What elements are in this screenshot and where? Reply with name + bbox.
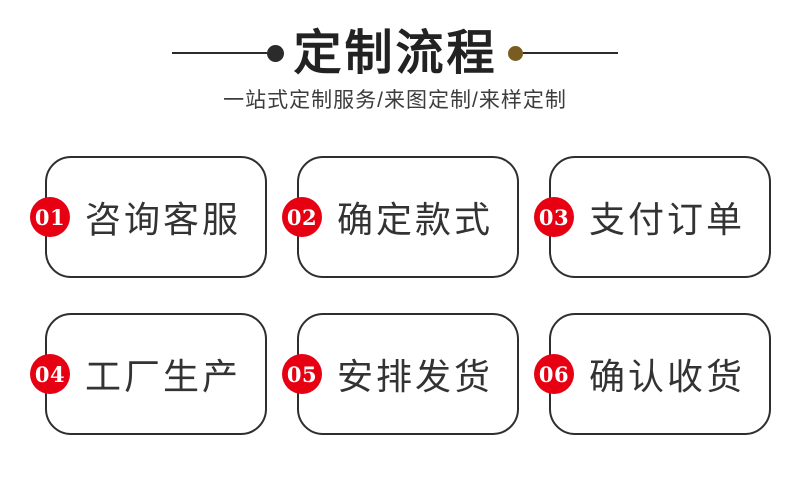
step-number-badge: 03 xyxy=(534,197,574,237)
step-label: 确认收货 xyxy=(588,356,745,397)
step-label: 支付订单 xyxy=(588,199,745,240)
dot-left-icon xyxy=(267,44,285,62)
section-subtitle: 一站式定制服务/来图定制/来样定制 xyxy=(223,89,567,112)
step-box-2: 02 确定款式 xyxy=(282,156,519,278)
step-label: 确定款式 xyxy=(336,199,493,240)
page-title: 定制流程 xyxy=(293,25,498,81)
dot-right-icon xyxy=(507,45,523,61)
step-number-badge: 05 xyxy=(282,354,322,394)
section-header: 定制流程 一站式定制服务/来图定制/来样定制 xyxy=(0,0,790,113)
step-number-badge: 02 xyxy=(282,197,322,237)
step-number-badge: 06 xyxy=(534,354,574,394)
step-box-1: 01 咨询客服 xyxy=(30,156,267,278)
steps-grid: 01 咨询客服 02 确定款式 03 支付订单 04 工厂生产 05 安排发货 … xyxy=(30,156,771,435)
step-box-5: 05 安排发货 xyxy=(282,313,519,435)
title-line-right xyxy=(522,52,618,54)
step-label: 安排发货 xyxy=(336,356,493,397)
step-label: 工厂生产 xyxy=(84,356,241,397)
step-box-6: 06 确认收货 xyxy=(534,313,771,435)
title-line-left xyxy=(172,52,268,54)
step-number-badge: 04 xyxy=(30,354,70,394)
step-label: 咨询客服 xyxy=(84,199,241,240)
step-number-badge: 01 xyxy=(30,197,70,237)
step-box-4: 04 工厂生产 xyxy=(30,313,267,435)
title-row: 定制流程 xyxy=(0,24,790,82)
step-box-3: 03 支付订单 xyxy=(534,156,771,278)
